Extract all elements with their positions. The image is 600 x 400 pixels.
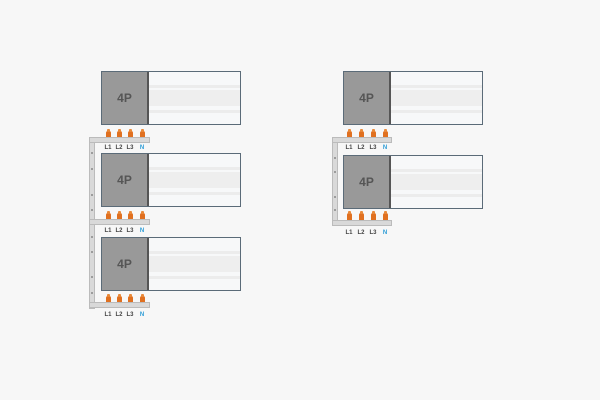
terminal-label: L3 [126,145,134,151]
terminal-pin-icon [383,211,388,220]
terminal-label: L1 [104,312,112,318]
pole-block: 4P [102,72,149,124]
terminal-pin-icon [117,294,122,303]
terminal-pin-icon [140,211,145,220]
terminal-label-neutral: N [382,230,388,236]
breaker-4p[interactable]: 4P [101,153,241,207]
terminal-pin-icon [128,129,133,138]
terminal-pin-icon [128,211,133,220]
terminal-pin-icon [359,211,364,220]
breaker-4p[interactable]: 4P [343,155,483,209]
terminal-pin-icon [140,129,145,138]
terminal-pin-icon [347,211,352,220]
terminal-pin-icon [140,294,145,303]
terminal-pin-icon [359,129,364,138]
terminal-label: L1 [104,228,112,234]
terminal-label: L2 [115,312,123,318]
pole-block: 4P [102,154,149,206]
terminal-pin-icon [117,129,122,138]
breaker-4p[interactable]: 4P [101,71,241,125]
terminal-label: L3 [126,312,134,318]
terminal-label: L2 [115,145,123,151]
horizontal-busbar [89,219,150,225]
horizontal-busbar [332,220,392,226]
terminal-pin-icon [106,294,111,303]
terminal-label: L3 [369,145,377,151]
terminal-label-neutral: N [139,228,145,234]
terminal-label-neutral: N [382,145,388,151]
terminal-pin-icon [106,129,111,138]
terminal-pin-icon [106,211,111,220]
terminal-pin-icon [371,129,376,138]
pole-block: 4P [344,72,391,124]
horizontal-busbar [89,137,150,143]
terminal-pin-icon [117,211,122,220]
pole-block: 4P [344,156,391,208]
terminal-label: L1 [345,145,353,151]
terminal-label: L3 [369,230,377,236]
breaker-4p[interactable]: 4P [343,71,483,125]
terminal-label: L3 [126,228,134,234]
terminal-pin-icon [128,294,133,303]
terminal-pin-icon [371,211,376,220]
terminal-label: L1 [345,230,353,236]
terminal-pin-icon [347,129,352,138]
pole-block: 4P [102,238,149,290]
terminal-label: L2 [357,145,365,151]
terminal-label: L2 [115,228,123,234]
terminal-label: L2 [357,230,365,236]
vertical-busbar [332,137,338,226]
horizontal-busbar [89,302,150,308]
terminal-label-neutral: N [139,145,145,151]
breaker-4p[interactable]: 4P [101,237,241,291]
terminal-pin-icon [383,129,388,138]
terminal-label: L1 [104,145,112,151]
horizontal-busbar [332,137,392,143]
terminal-label-neutral: N [139,312,145,318]
